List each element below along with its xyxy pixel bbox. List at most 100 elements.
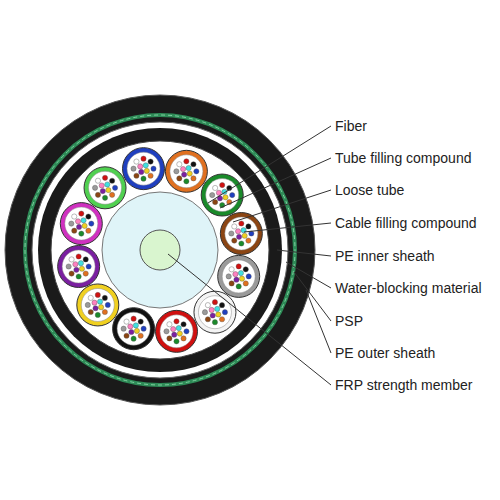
fiber [99, 183, 104, 188]
fiber [139, 169, 144, 174]
fiber [95, 178, 100, 183]
loose-tube [201, 174, 243, 216]
tube-filling [81, 288, 114, 321]
fiber [212, 300, 217, 305]
fiber [235, 229, 240, 234]
fiber [79, 211, 84, 216]
tube-filling [225, 217, 258, 250]
fiber [171, 326, 176, 331]
fiber [88, 295, 93, 300]
fiber [220, 182, 225, 187]
fiber [229, 281, 234, 286]
fiber [167, 322, 172, 327]
fiber [229, 231, 234, 236]
leader-line [277, 250, 331, 256]
fiber [216, 312, 221, 317]
fiber [230, 192, 235, 197]
fiber [72, 214, 77, 219]
fiber [138, 333, 143, 338]
fiber [92, 300, 97, 305]
fiber [174, 319, 179, 324]
fiber [239, 221, 244, 226]
fiber [213, 200, 218, 205]
leader-line [306, 290, 331, 353]
fiber [143, 163, 148, 168]
fiber [246, 224, 251, 229]
fiber [105, 182, 110, 187]
fiber [229, 267, 234, 272]
fiber [172, 332, 177, 337]
fiber [110, 192, 115, 197]
tube-filling [117, 312, 150, 345]
fiber [226, 274, 231, 279]
fiber [144, 168, 149, 173]
psp-ring [25, 115, 295, 385]
fiber [141, 176, 146, 181]
fiber [223, 195, 228, 200]
fiber [93, 306, 98, 311]
fiber [73, 262, 78, 267]
leader-line [233, 190, 331, 222]
fiber [191, 162, 196, 167]
loose-tube [155, 310, 197, 352]
fiber [92, 185, 97, 190]
fiber [106, 187, 111, 192]
tube-filling [89, 171, 122, 204]
fiber [209, 307, 214, 312]
fiber [194, 169, 199, 174]
fiber [81, 218, 86, 223]
loose-tubes [58, 148, 263, 353]
fiber [86, 214, 91, 219]
fiber [95, 312, 100, 317]
psp-ring-line [25, 115, 295, 385]
part-label: PE inner sheath [334, 248, 436, 264]
fiber [102, 175, 107, 180]
tube-filling [170, 155, 203, 188]
fiber [124, 333, 129, 338]
fiber [243, 267, 248, 272]
fiber [138, 164, 143, 169]
fiber [110, 178, 115, 183]
part-label: Cable filling compound [334, 215, 478, 231]
fiber [174, 169, 179, 174]
fiber [174, 339, 179, 344]
loose-tube [84, 167, 126, 209]
fiber [89, 221, 94, 226]
fiber [97, 299, 102, 304]
fiber [100, 188, 105, 193]
fiber [129, 329, 134, 334]
fiber [76, 274, 81, 279]
fiber [83, 257, 88, 262]
fiber [88, 309, 93, 314]
tube-filling [222, 260, 255, 293]
fiber [141, 156, 146, 161]
fiber [242, 233, 247, 238]
fiber [210, 313, 215, 318]
part-label: Fiber [334, 118, 368, 134]
fiber [72, 228, 77, 233]
frp-strength-member [140, 230, 180, 270]
fiber [202, 310, 207, 315]
fiber [233, 272, 238, 277]
fiber [75, 219, 80, 224]
leader-line [286, 262, 331, 288]
fiber [205, 317, 210, 322]
leader-lines [168, 126, 331, 385]
fiber [246, 274, 251, 279]
fiber [219, 317, 224, 322]
fiber [212, 320, 217, 325]
loose-tube [194, 291, 236, 333]
fiber [187, 171, 192, 176]
fiber [176, 325, 181, 330]
cable-filling-area [51, 141, 269, 359]
fiber [239, 241, 244, 246]
fiber [177, 162, 182, 167]
part-label: Tube filling compound [334, 150, 472, 166]
fiber [238, 270, 243, 275]
fiber [134, 159, 139, 164]
fiber [76, 224, 81, 229]
tube-filling [62, 250, 95, 283]
fiber [232, 224, 237, 229]
fiber [124, 319, 129, 324]
leader-line [294, 272, 331, 321]
